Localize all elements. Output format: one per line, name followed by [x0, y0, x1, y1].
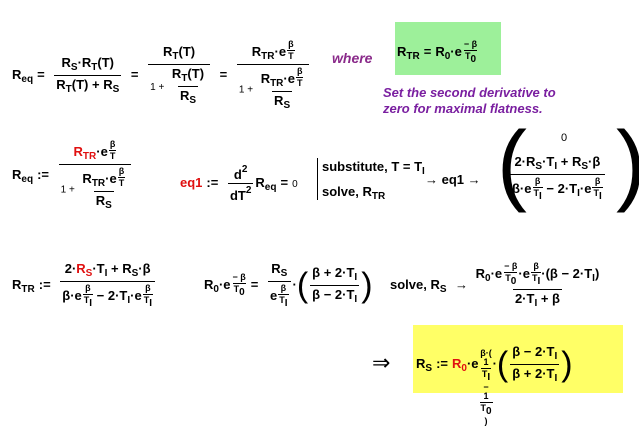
eq1-result: → eq1 → — [425, 172, 481, 187]
substitute-keyword: substitute, T = TI — [322, 159, 425, 177]
solve-keyword: solve, RTR — [322, 184, 386, 202]
implies-symbol: ⇒ — [372, 350, 391, 375]
note-line-2: zero for maximal flatness. — [383, 101, 543, 116]
solve-rs-keyword: solve, RS — [390, 277, 447, 295]
zero-value: 0 — [292, 178, 298, 190]
req-equation: Req= RS·RT(T)RT(T) + RS = RT(T)1 + RT(T)… — [12, 40, 311, 111]
matrix-right-paren: ) — [616, 119, 639, 209]
rs-result-highlight — [413, 325, 623, 393]
matrix-zero: 0 — [561, 132, 568, 144]
matrix-result: ( — [497, 114, 527, 214]
symbolic-divider-1 — [317, 158, 318, 200]
rtr-definition-highlight — [395, 22, 501, 75]
note-line-1: Set the second derivative to — [383, 85, 556, 100]
eq1-label: eq1 — [180, 174, 203, 190]
where-label: where — [332, 50, 373, 66]
